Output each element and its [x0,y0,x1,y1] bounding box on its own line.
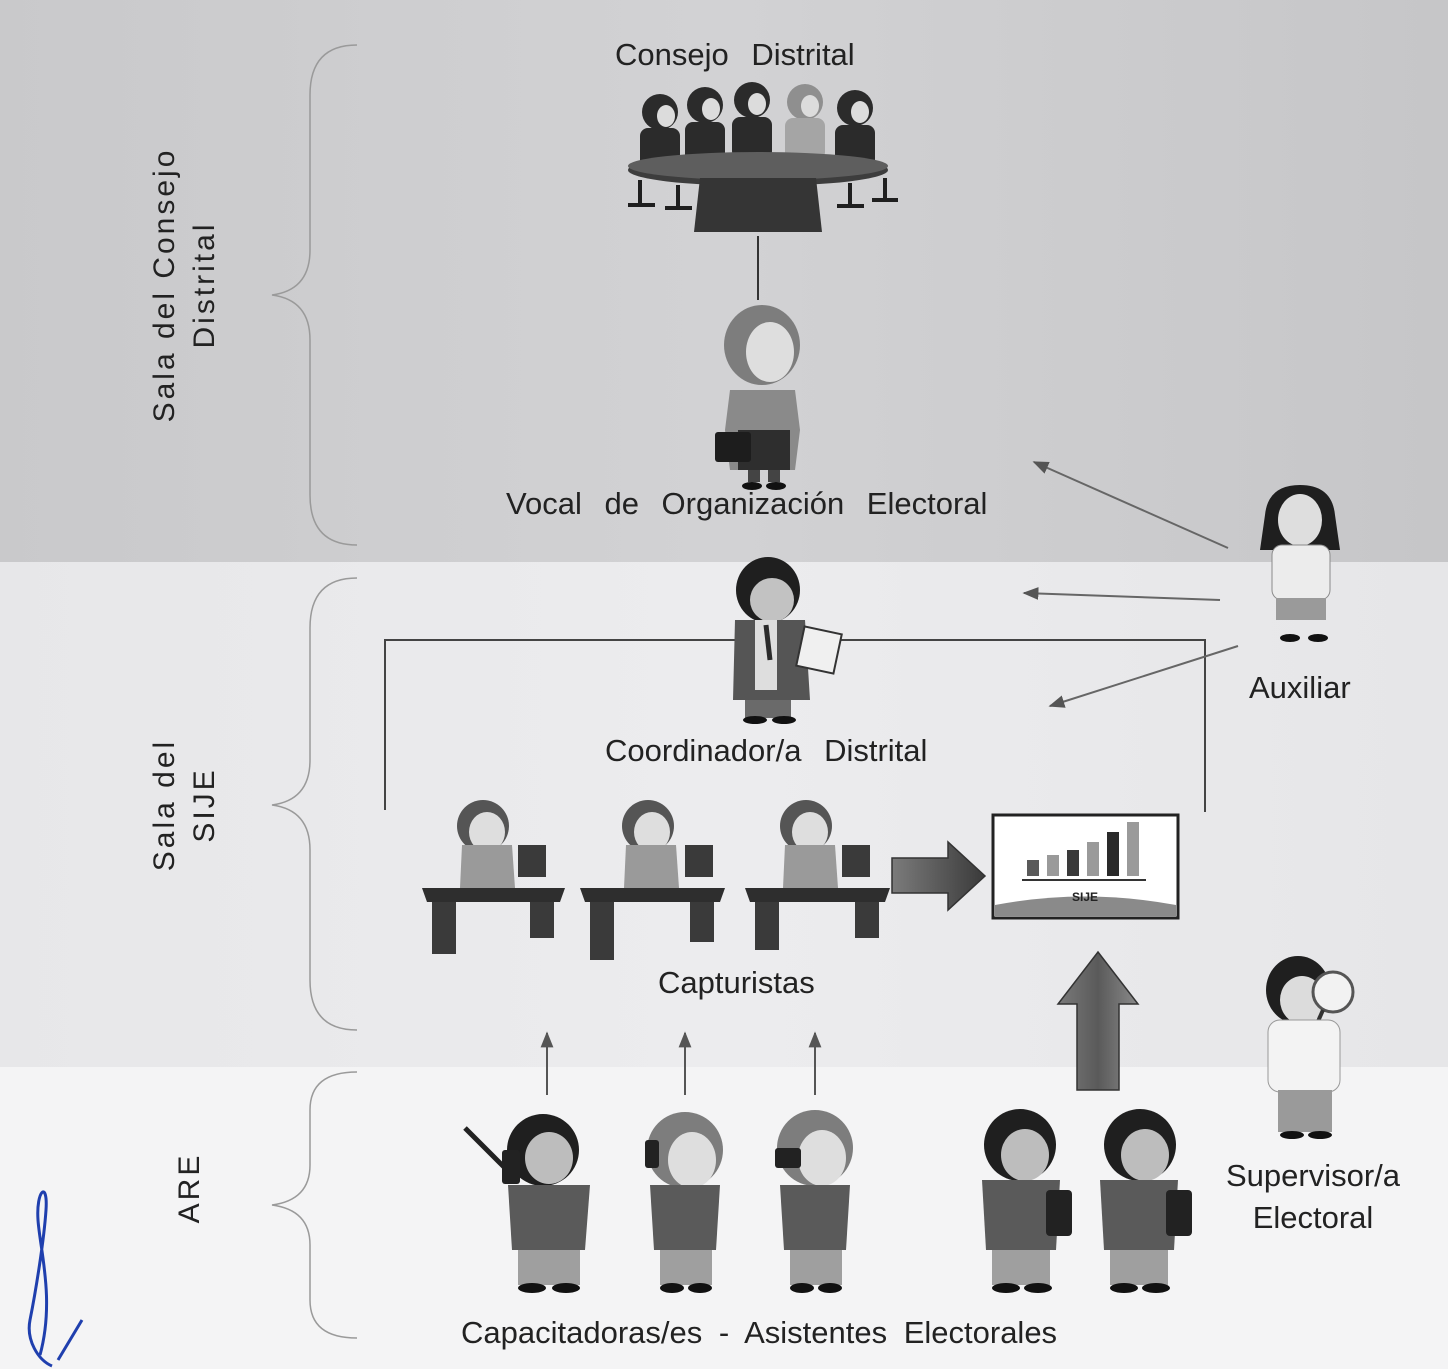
brace-are [271,1071,358,1339]
section-label-are: ARE [173,1152,206,1224]
label-supervisor: Supervisor/a Electoral [1225,1158,1401,1235]
arrow-capturistas-to-sije [891,840,987,912]
section-label-sije: Sala del SIJE [148,738,221,872]
label-consejo-distrital: Consejo Distrital [615,37,855,72]
coordinador-person-icon [733,557,843,724]
label-auxiliar: Auxiliar [1249,670,1351,705]
are-band [0,1067,1448,1369]
label-capacitadores: Capacitadoras/es - Asistentes Electorale… [461,1315,1058,1350]
label-vocal: Vocal de Organización Electoral [506,486,988,521]
supervisor-person-icon [1266,956,1355,1139]
arrow-auxiliar-to-vocal [1032,461,1229,549]
arrow-are-to-sije [1056,950,1140,1091]
arrow-auxiliar-to-coordinador [1022,587,1221,601]
capturista-workstation-icon [745,800,890,950]
arrow-auxiliar-to-sije [1048,645,1239,708]
sije-screen-label: SIJE [1072,890,1098,904]
brace-sije [271,577,358,1031]
capturista-workstation-icon [422,800,565,954]
capturista-workstation-icon [580,800,725,960]
label-capturistas: Capturistas [658,965,815,1000]
brace-consejo [271,44,358,546]
label-coordinador: Coordinador/a Distrital [605,733,928,768]
asistente-person-icon [982,1109,1072,1293]
consejo-band [0,0,1448,562]
sije-band [0,562,1448,1067]
section-label-consejo: Sala del Consejo Distrital [148,147,221,423]
capacitadora-person-icon [775,1110,853,1293]
handwritten-signature [27,1190,84,1368]
auxiliar-person-icon [1260,485,1340,642]
capacitador-person-icon [463,1114,590,1293]
sije-dashboard-icon [991,813,1180,920]
asistente-person-icon [1100,1109,1192,1293]
capacitadora-person-icon [645,1112,723,1293]
vocal-person-icon [715,305,800,490]
council-table-icon [628,82,898,232]
